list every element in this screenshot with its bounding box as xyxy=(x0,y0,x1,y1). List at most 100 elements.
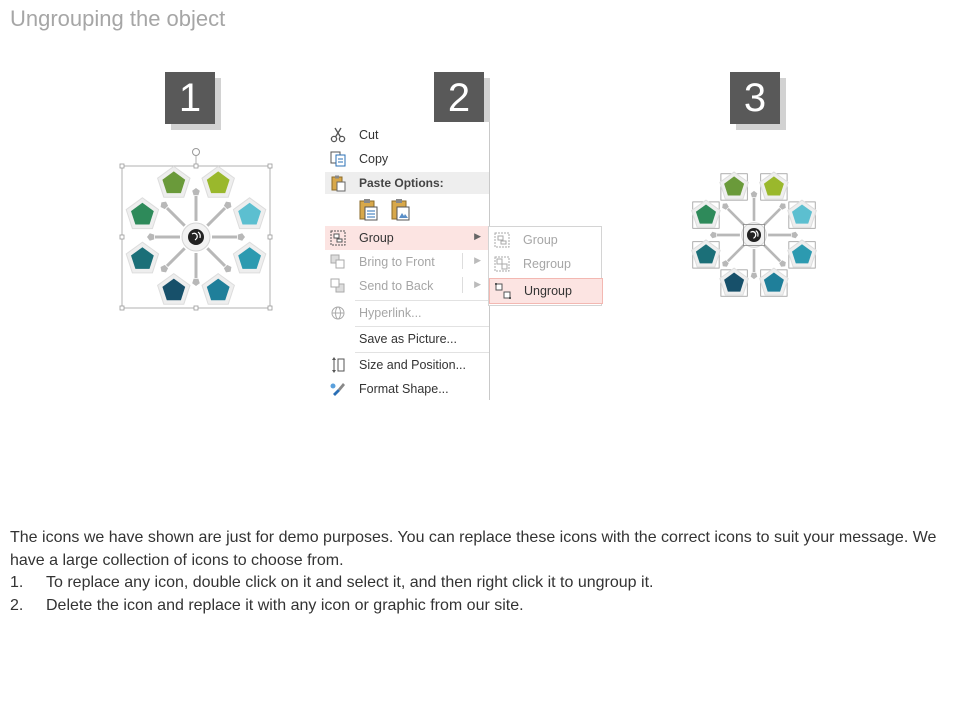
scissors-icon xyxy=(330,127,346,143)
arrow-head xyxy=(750,272,758,280)
hyperlink-icon xyxy=(331,306,345,320)
arrow-connector xyxy=(206,206,227,227)
arrow-head xyxy=(237,233,245,241)
menu-item-group[interactable]: Group ▶ xyxy=(325,226,489,250)
arrow-head xyxy=(722,260,729,267)
menu-divider xyxy=(355,300,489,301)
menu-item-send-to-back[interactable]: Send to Back ▶ xyxy=(325,274,489,298)
menu-divider xyxy=(355,326,489,327)
menu-item-format-shape[interactable]: Format Shape... xyxy=(325,377,489,401)
list-number: 1. xyxy=(10,574,24,591)
pentagon-shape xyxy=(162,278,186,301)
paste-options-label: Paste Options: xyxy=(359,176,444,190)
list-text: Delete the icon and replace it with any … xyxy=(46,596,524,614)
group-icon xyxy=(330,230,346,246)
menu-label-format-shape: Format Shape... xyxy=(359,382,449,396)
pentagon-shape xyxy=(792,244,813,264)
list-item: 1. To replace any icon, double click on … xyxy=(10,572,950,595)
pentagon-shape xyxy=(763,272,784,292)
bring-to-front-icon xyxy=(330,254,345,269)
arrow-head xyxy=(709,231,717,239)
submenu-arrow-icon: ▶ xyxy=(474,279,481,289)
submenu-label-regroup: Regroup xyxy=(523,257,571,271)
list-number: 2. xyxy=(10,596,24,614)
arrow-connector xyxy=(206,247,227,268)
paste-options-header: Paste Options: xyxy=(325,172,489,194)
globe-icon xyxy=(188,229,204,245)
context-menu: Cut Copy Paste Options: G xyxy=(325,122,490,400)
menu-label-copy: Copy xyxy=(359,152,389,166)
ungrouped-diagram[interactable] xyxy=(673,155,835,317)
page-title: Ungrouping the object xyxy=(10,6,226,31)
arrow-head xyxy=(160,264,169,273)
send-to-back-icon xyxy=(330,278,345,293)
pentagon-shape xyxy=(206,278,230,301)
pentagon-shape xyxy=(763,176,784,196)
size-position-icon xyxy=(332,357,345,373)
submenu-item-regroup[interactable]: Regroup xyxy=(489,252,601,276)
arrow-connector xyxy=(165,206,186,227)
menu-item-cut[interactable]: Cut xyxy=(325,123,489,147)
menu-split-separator xyxy=(462,253,463,269)
arrow-head xyxy=(750,190,758,198)
arrow-head xyxy=(223,201,232,210)
menu-label-group: Group xyxy=(359,231,394,245)
pentagon-shape xyxy=(238,247,261,269)
ungroup-icon xyxy=(495,283,511,299)
globe-outline xyxy=(750,230,759,239)
regroup-icon xyxy=(494,256,510,272)
selection-frame xyxy=(119,148,273,311)
menu-item-bring-to-front[interactable]: Bring to Front ▶ xyxy=(325,250,489,274)
arrow-connector xyxy=(165,247,186,268)
pentagon-shape xyxy=(695,244,716,264)
pentagon-shape xyxy=(131,202,154,225)
menu-item-size-and-position[interactable]: Size and Position... xyxy=(325,353,489,377)
arrow-head xyxy=(779,260,786,267)
pentagon-shape xyxy=(724,176,745,196)
menu-item-save-as-picture[interactable]: Save as Picture... xyxy=(325,327,489,351)
submenu-arrow-icon: ▶ xyxy=(474,255,481,265)
grouped-diagram[interactable] xyxy=(115,142,277,314)
pentagon-shape xyxy=(131,247,154,269)
center-selection-box xyxy=(743,224,765,246)
menu-label-send-to-back: Send to Back xyxy=(359,279,434,293)
description: The icons we have shown are just for dem… xyxy=(10,527,950,617)
arrow-connector xyxy=(726,244,745,263)
globe-outline xyxy=(191,231,201,241)
format-shape-icon xyxy=(330,383,345,396)
arrow-head xyxy=(791,231,799,239)
submenu-item-group[interactable]: Group xyxy=(489,228,601,252)
step-badge-2: 2 xyxy=(434,72,484,124)
arrow-head xyxy=(779,203,786,210)
arrow-connector xyxy=(726,207,745,226)
menu-label-save-as-picture: Save as Picture... xyxy=(359,332,457,346)
pentagon-shape xyxy=(162,171,186,194)
clipboard-icon xyxy=(331,175,346,192)
arrow-head xyxy=(192,188,200,196)
description-intro: The icons we have shown are just for dem… xyxy=(10,529,937,569)
menu-split-separator xyxy=(462,277,463,293)
submenu-label-ungroup: Ungroup xyxy=(524,284,572,298)
group-submenu: Group Regroup Ungroup xyxy=(488,226,603,306)
arrow-connector xyxy=(763,207,782,226)
menu-label-hyperlink: Hyperlink... xyxy=(359,306,422,320)
pentagon-shape xyxy=(206,171,230,194)
arrow-head xyxy=(223,264,232,273)
arrow-head xyxy=(722,203,729,210)
menu-item-copy[interactable]: Copy xyxy=(325,147,489,171)
pentagon-shape xyxy=(724,272,745,292)
step-badge-3: 3 xyxy=(730,72,780,124)
menu-label-bring-to-front: Bring to Front xyxy=(359,255,435,269)
submenu-label-group: Group xyxy=(523,233,558,247)
paste-as-picture-icon[interactable] xyxy=(389,198,413,222)
paste-destination-theme-icon[interactable] xyxy=(357,198,381,222)
list-item: 2. Delete the icon and replace it with a… xyxy=(10,595,950,618)
arrow-head xyxy=(192,278,200,286)
list-text: To replace any icon, double click on it … xyxy=(46,574,654,591)
menu-label-size-and-position: Size and Position... xyxy=(359,358,467,372)
pentagon-shape xyxy=(238,202,261,225)
submenu-item-ungroup[interactable]: Ungroup xyxy=(489,278,603,304)
menu-label-cut: Cut xyxy=(359,128,379,142)
menu-item-hyperlink[interactable]: Hyperlink... xyxy=(325,301,489,325)
menu-divider xyxy=(355,352,489,353)
